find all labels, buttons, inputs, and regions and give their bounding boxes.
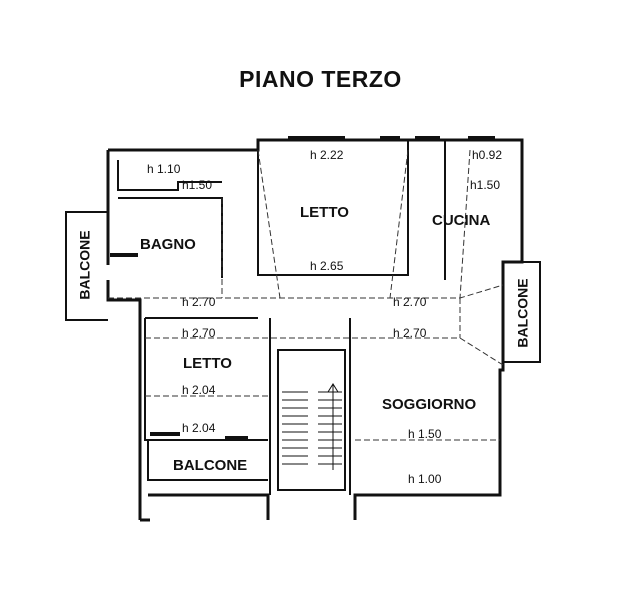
room-label-balcone-bottom: BALCONE bbox=[173, 457, 248, 474]
balcony-left-wall bbox=[65, 211, 108, 321]
plan-title: PIANO TERZO bbox=[239, 66, 402, 92]
stair-steps bbox=[318, 391, 342, 465]
height-label: h1.50 bbox=[470, 178, 501, 192]
height-label: h 1.50 bbox=[408, 427, 442, 441]
height-label: h 1.10 bbox=[147, 162, 181, 176]
height-label: h 2.04 bbox=[182, 421, 216, 435]
stair-arrow bbox=[327, 383, 339, 470]
dashed-line bbox=[257, 149, 409, 299]
dashed-line bbox=[221, 149, 471, 299]
room-label-balcone-right: BALCONE bbox=[514, 278, 531, 348]
dashed-line bbox=[108, 284, 504, 299]
room-label-letto-left: LETTO bbox=[183, 355, 232, 372]
height-label: h 2.70 bbox=[393, 326, 427, 340]
outer-wall bbox=[106, 150, 142, 520]
room-label-balcone-left: BALCONE bbox=[76, 230, 93, 300]
height-label: h 1.00 bbox=[408, 472, 442, 486]
height-label: h 2.70 bbox=[393, 295, 427, 309]
height-label: h 2.65 bbox=[310, 259, 344, 273]
height-label: h1.50 bbox=[182, 178, 213, 192]
height-label: h 2.04 bbox=[182, 383, 216, 397]
window bbox=[110, 253, 248, 440]
room-label-letto-top: LETTO bbox=[300, 204, 349, 221]
balcony-right-wall bbox=[503, 261, 541, 363]
interior-wall bbox=[117, 160, 222, 191]
height-label: h 2.22 bbox=[310, 148, 344, 162]
interior-wall bbox=[257, 140, 409, 276]
stair-outline bbox=[277, 349, 346, 491]
stair-steps bbox=[282, 391, 308, 465]
interior-wall bbox=[145, 317, 271, 495]
room-label-cucina: CUCINA bbox=[432, 212, 491, 229]
height-label: h 2.70 bbox=[182, 326, 216, 340]
height-label: h0.92 bbox=[472, 148, 503, 162]
room-label-bagno: BAGNO bbox=[140, 236, 196, 253]
room-label-soggiorno: SOGGIORNO bbox=[382, 396, 477, 413]
balcony-bottom-wall bbox=[147, 440, 268, 481]
height-label: h 2.70 bbox=[182, 295, 216, 309]
outer-wall bbox=[140, 493, 270, 522]
